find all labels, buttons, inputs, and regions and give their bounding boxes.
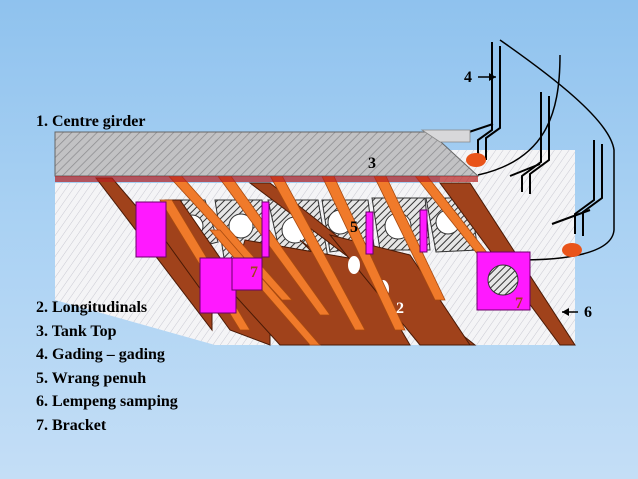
label-centre-girder: 1. Centre girder [36, 113, 146, 130]
frame-3 [574, 140, 595, 234]
legend-bracket: 7. Bracket [36, 416, 107, 434]
tank-top [54, 131, 480, 177]
callout-7-left: 7 [250, 264, 258, 281]
bracket-6 [419, 209, 428, 253]
frame-3-inner [582, 144, 603, 236]
frame-1 [477, 42, 493, 158]
bracket-3 [231, 257, 263, 291]
legend-lempeng-samping: 6. Lempeng samping [36, 393, 178, 411]
brackets [135, 201, 531, 314]
bracket-4 [261, 201, 270, 258]
callout-3: 3 [368, 155, 376, 172]
bracket-hole [487, 264, 519, 296]
frame-2 [521, 92, 542, 192]
tank-top-edge [55, 176, 478, 182]
legend-longitudinals: 2. Longitudinals [36, 299, 148, 316]
girder-hole-1 [348, 256, 360, 274]
callout-lines [478, 73, 578, 316]
shell-hole-1 [466, 153, 486, 167]
legend: 2. Longitudinals 3. Tank Top 4. Gading –… [36, 296, 178, 438]
frame-2-inner [529, 96, 550, 194]
callout-4: 4 [464, 69, 472, 86]
bracket-1 [135, 201, 167, 258]
callout-2: 2 [396, 300, 404, 317]
frame-1-inner [485, 46, 501, 160]
bracket-5 [365, 211, 374, 255]
shell-hole-2 [562, 243, 582, 257]
legend-gading: 4. Gading – gading [36, 346, 165, 364]
legend-tank-top: 3. Tank Top [36, 322, 117, 340]
callout-7-right: 7 [515, 295, 523, 312]
frames [462, 42, 603, 236]
bracket-2 [199, 257, 237, 314]
callout-5: 5 [350, 219, 358, 236]
callout-6: 6 [584, 304, 592, 321]
legend-wrang-penuh: 5. Wrang penuh [36, 369, 147, 387]
tank-top-corner [420, 129, 471, 143]
